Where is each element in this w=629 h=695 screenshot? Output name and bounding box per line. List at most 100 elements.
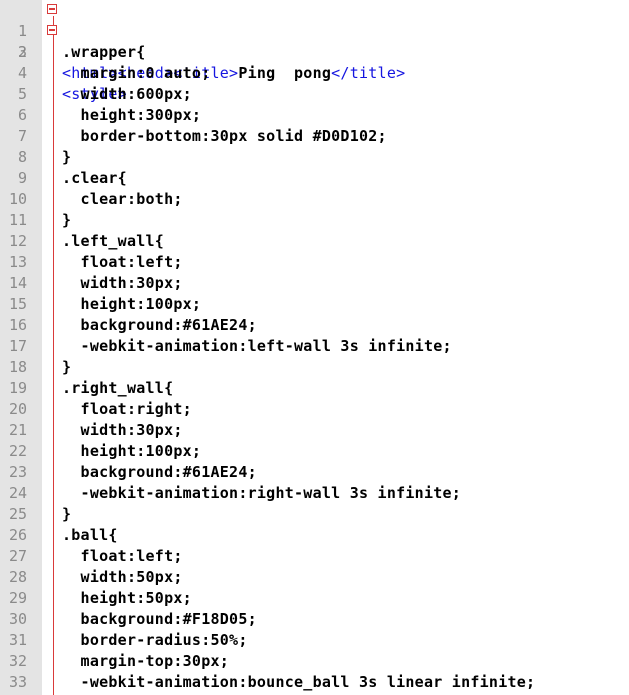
code-line[interactable]: 25}	[0, 504, 71, 525]
code-line[interactable]: 12 .left_wall{	[0, 231, 164, 252]
code-line[interactable]: 20 float:right;	[0, 399, 192, 420]
code-line[interactable]: 18}	[0, 357, 71, 378]
code-line[interactable]: 27 float:left;	[0, 546, 182, 567]
code-line[interactable]: 15 height:100px;	[0, 294, 201, 315]
line-number: 8	[17, 148, 27, 166]
code-text: .right_wall{	[62, 379, 174, 397]
code-text: -webkit-animation:right-wall 3s infinite…	[62, 484, 462, 502]
code-line[interactable]: 3 .wrapper{	[0, 42, 145, 63]
code-line[interactable]: 5 width:600px;	[0, 84, 192, 105]
code-line[interactable]: 16 background:#61AE24;	[0, 315, 257, 336]
line-number: 19	[8, 379, 27, 397]
line-number: 33	[8, 673, 27, 691]
code-text: border-radius:50%;	[62, 631, 248, 649]
line-number: 22	[8, 442, 27, 460]
code-line[interactable]: 2 <style>	[0, 21, 127, 103]
html-tag: <style>	[62, 85, 127, 103]
line-number: 29	[8, 589, 27, 607]
line-number: 2	[17, 43, 27, 61]
code-text: height:50px;	[62, 589, 192, 607]
code-text: width:50px;	[62, 568, 183, 586]
code-line[interactable]: 13 float:left;	[0, 252, 182, 273]
line-number: 25	[8, 505, 27, 523]
line-number: 30	[8, 610, 27, 628]
code-text: }	[62, 211, 72, 229]
code-line[interactable]: 26 .ball{	[0, 525, 118, 546]
code-text: width:30px;	[62, 274, 183, 292]
code-line[interactable]: 29 height:50px;	[0, 588, 192, 609]
line-number: 17	[8, 337, 27, 355]
code-text: <style>	[62, 84, 127, 105]
code-text: .clear{	[62, 169, 127, 187]
code-line[interactable]: 31 border-radius:50%;	[0, 630, 247, 651]
line-number: 5	[17, 85, 27, 103]
code-text: -webkit-animation:bounce_ball 3s linear …	[62, 673, 536, 691]
code-text: width:30px;	[62, 421, 183, 439]
code-text: .left_wall{	[62, 232, 165, 250]
line-number: 9	[17, 169, 27, 187]
code-line[interactable]: 11}	[0, 210, 71, 231]
line-number: 11	[8, 211, 27, 229]
line-number: 18	[8, 358, 27, 376]
line-number: 20	[8, 400, 27, 418]
code-text: .ball{	[62, 526, 118, 544]
line-number: 6	[17, 106, 27, 124]
html-tag: </title>	[331, 64, 406, 82]
code-line[interactable]: 14 width:30px;	[0, 273, 182, 294]
line-number: 28	[8, 568, 27, 586]
line-number: 24	[8, 484, 27, 502]
line-number-gutter	[0, 0, 42, 695]
code-text: border-bottom:30px solid #D0D102;	[62, 127, 387, 145]
code-line[interactable]: 22 height:100px;	[0, 441, 201, 462]
code-text: }	[62, 148, 72, 166]
code-lines[interactable]: 1 <html><head><title>Ping pong</title> 2…	[0, 0, 535, 693]
line-number: 12	[8, 232, 27, 250]
code-line[interactable]: 6 height:300px;	[0, 105, 201, 126]
code-line[interactable]: 32 margin-top:30px;	[0, 651, 229, 672]
fold-collapse-icon[interactable]	[47, 25, 57, 35]
code-text: .wrapper{	[62, 43, 146, 61]
code-line[interactable]: 17 -webkit-animation:left-wall 3s infini…	[0, 336, 452, 357]
fold-collapse-icon[interactable]	[47, 4, 57, 14]
line-number: 15	[8, 295, 27, 313]
code-line[interactable]: 21 width:30px;	[0, 420, 182, 441]
code-line[interactable]: 19 .right_wall{	[0, 378, 173, 399]
code-text: height:100px;	[62, 295, 202, 313]
fold-range-line	[53, 16, 54, 695]
code-text: width:600px;	[62, 85, 192, 103]
code-line[interactable]: 1 <html><head><title>Ping pong</title>	[0, 0, 405, 82]
code-line[interactable]: 8}	[0, 147, 71, 168]
code-text: float:left;	[62, 547, 183, 565]
code-line[interactable]: 28 width:50px;	[0, 567, 182, 588]
line-number: 10	[8, 190, 27, 208]
code-line[interactable]: 23 background:#61AE24;	[0, 462, 257, 483]
code-text: clear:both;	[62, 190, 183, 208]
code-line[interactable]: 4 margin:0 auto;	[0, 63, 210, 84]
line-number: 27	[8, 547, 27, 565]
code-text: background:#F18D05;	[62, 610, 257, 628]
code-line[interactable]: 24 -webkit-animation:right-wall 3s infin…	[0, 483, 461, 504]
line-number: 7	[17, 127, 27, 145]
code-line[interactable]: 10 clear:both;	[0, 189, 182, 210]
line-number: 31	[8, 631, 27, 649]
line-number: 21	[8, 421, 27, 439]
code-text: margin:0 auto;	[62, 64, 211, 82]
code-line[interactable]: 9 .clear{	[0, 168, 127, 189]
code-text: <html><head><title>Ping pong</title>	[62, 63, 405, 84]
code-text: float:right;	[62, 400, 192, 418]
code-line[interactable]: 33 -webkit-animation:bounce_ball 3s line…	[0, 672, 535, 693]
line-number: 26	[8, 526, 27, 544]
code-text: background:#61AE24;	[62, 463, 257, 481]
line-number: 16	[8, 316, 27, 334]
code-line[interactable]: 30 background:#F18D05;	[0, 609, 257, 630]
code-line[interactable]: 7 border-bottom:30px solid #D0D102;	[0, 126, 387, 147]
code-text: height:300px;	[62, 106, 202, 124]
line-number: 3	[17, 43, 27, 61]
html-tag: <html><head><title>	[62, 64, 239, 82]
line-number: 14	[8, 274, 27, 292]
code-text: margin-top:30px;	[62, 652, 230, 670]
line-number: 32	[8, 652, 27, 670]
code-text: }	[62, 505, 72, 523]
code-text: float:left;	[62, 253, 183, 271]
